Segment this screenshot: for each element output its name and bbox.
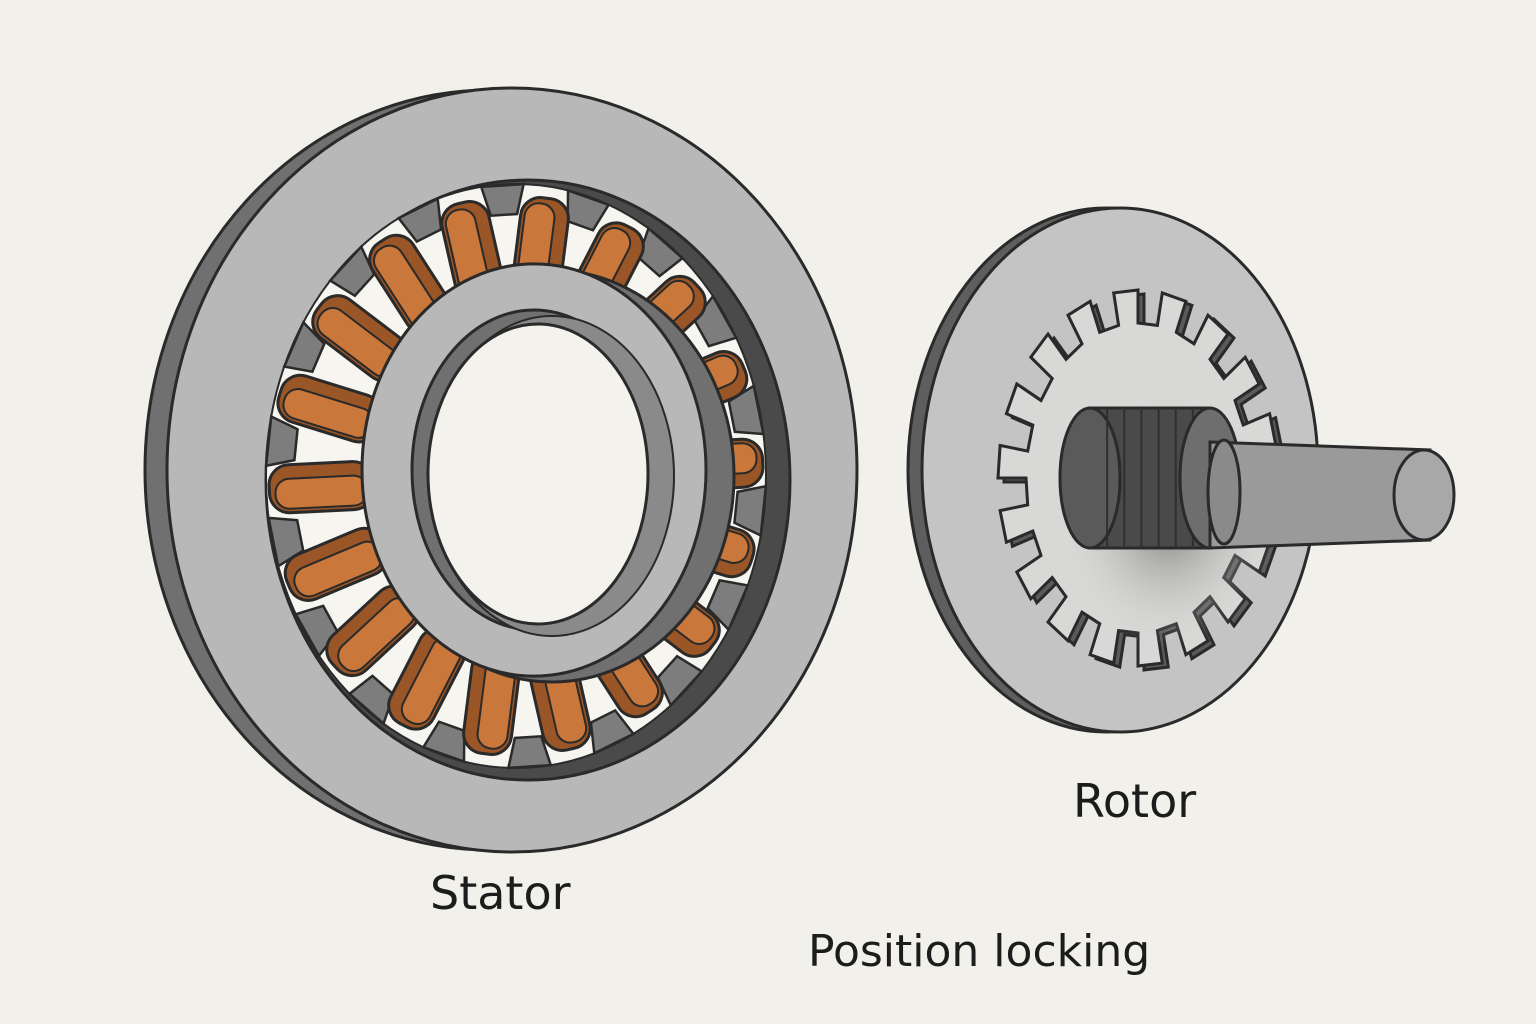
rotor-label: Rotor bbox=[1073, 774, 1197, 828]
copper-coil bbox=[311, 294, 411, 383]
stator-tooth bbox=[264, 414, 299, 468]
copper-coil bbox=[387, 627, 467, 731]
stator-tooth bbox=[506, 734, 553, 770]
hub-left-end bbox=[1058, 406, 1122, 550]
rotor-drawing bbox=[906, 206, 1456, 734]
stator-tooth bbox=[706, 578, 750, 632]
copper-coil bbox=[267, 460, 375, 515]
position-locking-label: Position locking bbox=[808, 926, 1151, 977]
stator-tooth bbox=[479, 182, 526, 218]
shaft-end bbox=[1392, 448, 1456, 542]
stator-bore bbox=[426, 322, 650, 626]
shaft-base bbox=[1206, 438, 1242, 546]
stator-tooth bbox=[282, 320, 326, 374]
coil-top bbox=[274, 474, 369, 510]
stator-tooth bbox=[733, 484, 768, 538]
stator-label: Stator bbox=[430, 866, 571, 920]
copper-coil bbox=[325, 584, 421, 678]
stator-drawing bbox=[143, 86, 859, 854]
